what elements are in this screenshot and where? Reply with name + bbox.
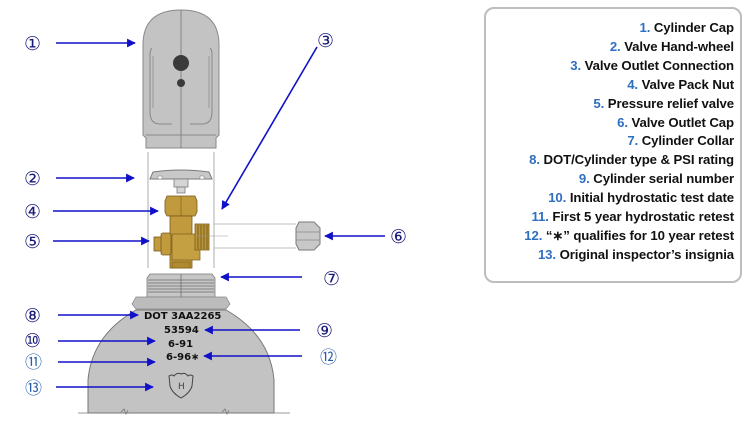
legend-number: 3.	[570, 57, 582, 73]
legend-number: 5.	[593, 95, 605, 111]
callout-10: ⑩	[24, 330, 41, 352]
callout-4: ④	[24, 201, 41, 223]
callout-9: ⑨	[316, 320, 333, 342]
legend-item-11: 11. First 5 year hydrostatic retest	[486, 208, 735, 227]
legend-number: 6.	[617, 114, 628, 130]
legend-box: 1. Cylinder Cap 2. Valve Hand-wheel 3. V…	[484, 7, 742, 283]
legend-item-12: 12. “∗” qualifies for 10 year retest	[486, 227, 734, 246]
legend-item-3: 3. Valve Outlet Connection	[486, 57, 734, 76]
legend-label: “∗” qualifies for 10 year retest	[542, 227, 734, 243]
callout-arrows	[53, 38, 385, 392]
legend-label: Valve Hand-wheel	[620, 38, 734, 54]
legend-item-13: 13. Original inspector’s insignia	[486, 246, 734, 265]
legend-label: Original inspector’s insignia	[556, 246, 735, 262]
legend-label: Valve Outlet Connection	[581, 57, 734, 73]
legend-label: Cylinder Cap	[650, 20, 734, 35]
cylinder-cap	[142, 9, 220, 149]
legend-number: 4.	[627, 76, 638, 92]
callout-12: ⑫	[320, 348, 337, 368]
legend-number: 9.	[578, 171, 590, 187]
callout-2: ②	[24, 168, 41, 190]
cap-vent-hole-large	[173, 55, 189, 71]
cap-vent-hole-small	[177, 79, 185, 87]
legend-item-6: 6. Valve Outlet Cap	[486, 114, 734, 133]
callout-6: ⑥	[390, 226, 407, 248]
callout-5: ⑤	[24, 231, 41, 253]
legend-item-7: 7. Cylinder Collar	[486, 132, 734, 151]
cylinder-collar	[146, 273, 216, 298]
legend-number: 7.	[627, 133, 639, 149]
legend-item-10: 10. Initial hydrostatic test date	[486, 189, 734, 208]
legend-item-9: 9. Cylinder serial number	[486, 170, 734, 189]
callout-7: ⑦	[323, 268, 340, 290]
callout-8: ⑧	[24, 305, 41, 327]
marking-retest: 6-96∗	[166, 352, 199, 363]
legend-number: 1.	[639, 20, 651, 35]
legend-label: DOT/Cylinder type & PSI rating	[539, 152, 735, 168]
arrow-3	[221, 46, 318, 210]
legend-item-1: 1. Cylinder Cap	[486, 19, 734, 38]
legend-item-5: 5. Pressure relief valve	[486, 95, 734, 114]
legend-number: 2.	[609, 38, 621, 54]
legend-label: First 5 year hydrostatic retest	[548, 209, 734, 225]
legend-label: Valve Outlet Cap	[627, 114, 735, 130]
callout-3: ③	[317, 30, 334, 52]
callout-1: ①	[24, 33, 41, 55]
inspector-insignia-shield: H	[168, 372, 194, 399]
callout-11: ⑪	[25, 353, 42, 373]
legend-label: Pressure relief valve	[604, 95, 734, 111]
callout-13: ⑬	[25, 379, 42, 399]
legend-label: Cylinder Collar	[638, 133, 734, 149]
brass-valve	[153, 195, 210, 269]
legend-number: 12.	[524, 227, 543, 243]
legend-item-8: 8. DOT/Cylinder type & PSI rating	[486, 151, 734, 170]
legend-label: Cylinder serial number	[589, 171, 734, 187]
legend-number: 11.	[531, 209, 549, 225]
legend-number: 8.	[529, 152, 540, 168]
valve-hand-wheel	[149, 169, 213, 194]
marking-serial: 53594	[164, 325, 199, 336]
legend-item-4: 4. Valve Pack Nut	[486, 76, 734, 95]
legend-item-2: 2. Valve Hand-wheel	[486, 38, 734, 57]
insignia-letter: H	[178, 382, 185, 392]
valve-outlet-cap	[295, 221, 321, 251]
legend-number: 13.	[537, 246, 556, 262]
legend-label: Initial hydrostatic test date	[566, 190, 734, 206]
marking-dot-type: DOT 3AA2265	[144, 311, 221, 322]
legend-label: Valve Pack Nut	[638, 76, 735, 92]
legend-number: 10.	[548, 190, 567, 206]
marking-initial-test: 6-91	[168, 339, 193, 350]
